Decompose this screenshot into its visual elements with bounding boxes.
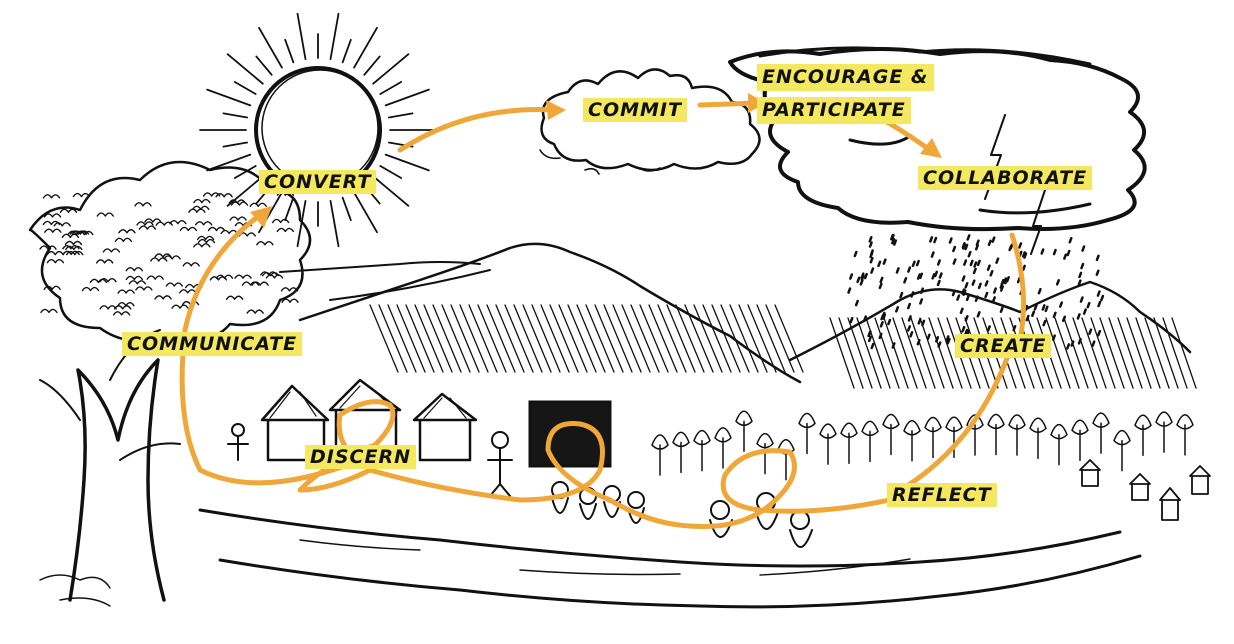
storm-cloud-icon <box>728 46 1147 255</box>
discern-loop-arrow <box>367 421 613 503</box>
sun-icon <box>199 12 437 248</box>
commit-label: COMMIT <box>583 98 687 122</box>
convert-label: CONVERT <box>259 170 377 194</box>
commit-arrowhead <box>546 100 566 120</box>
small-cloud-icon <box>539 68 761 175</box>
river-illustration <box>39 508 1142 609</box>
communicate-label: COMMUNICATE <box>122 332 303 356</box>
distant-houses-illustration <box>1079 459 1211 521</box>
reflect-loop-arrow <box>607 448 893 530</box>
participate-label: PARTICIPATE <box>757 97 911 124</box>
collaborate-label: COLLABORATE <box>918 166 1093 190</box>
treeline-illustration <box>651 410 1194 481</box>
reflect-label: REFLECT <box>887 483 997 507</box>
collaborate-arrowhead <box>920 138 942 158</box>
discern-label: DISCERN <box>305 445 416 469</box>
convert-to-commit-arrow <box>397 107 558 153</box>
discern-to-communicate-arrow <box>179 327 396 493</box>
tree-illustration <box>28 160 312 602</box>
encourage-label: ENCOURAGE & <box>757 64 934 91</box>
mountains-illustration <box>279 242 1197 389</box>
communicate-to-convert-arrow <box>182 212 263 333</box>
create-label: CREATE <box>955 334 1052 358</box>
collaborate-to-create-arrow <box>1009 232 1027 343</box>
rain-icon <box>847 233 1105 350</box>
convert-arrowhead <box>250 206 272 228</box>
